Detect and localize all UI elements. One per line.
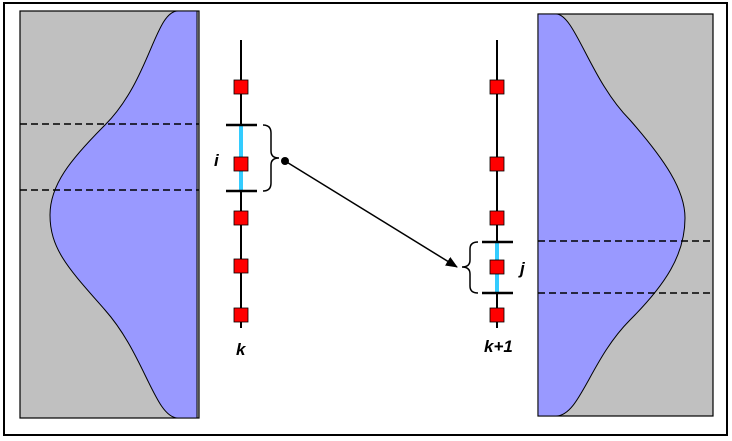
right-distribution-panel: [537, 13, 714, 417]
left-curly-bracket: [262, 124, 280, 192]
right-axis-label: k+1: [484, 337, 513, 356]
mapping-arrow: [284, 160, 458, 268]
left-axis: k: [226, 40, 257, 359]
right-axis: k+1: [482, 40, 513, 356]
left-node: [233, 79, 249, 95]
left-node: [233, 156, 249, 172]
right-curly-bracket: [461, 241, 479, 294]
right-distribution-curve: [537, 13, 686, 417]
left-axis-label: k: [236, 340, 247, 359]
left-node: [233, 258, 249, 274]
left-distribution-curve: [49, 10, 198, 419]
right-node: [489, 210, 505, 226]
right-node: [489, 259, 505, 275]
left-distribution-panel: [19, 10, 200, 419]
left-node: [233, 307, 249, 323]
right-node: [489, 79, 505, 95]
left-node: [233, 210, 249, 226]
left-bracket-label: i: [214, 151, 220, 170]
right-node: [489, 156, 505, 172]
right-node: [489, 307, 505, 323]
right-bracket-label: j: [518, 259, 526, 278]
